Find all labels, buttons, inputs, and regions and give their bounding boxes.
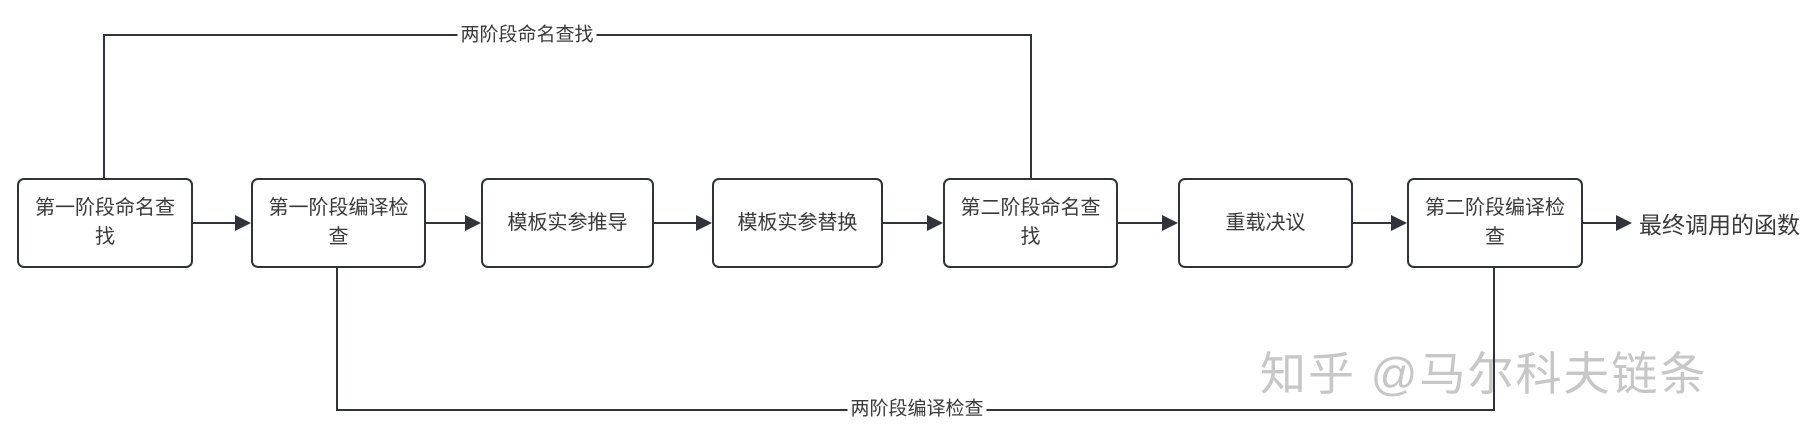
edge-label-two-phase-compile-check: 两阶段编译检查 [847,398,987,422]
arrow-head-icon [1162,215,1178,231]
flow-box-phase1-compile-check: 第一阶段编译检查 [251,178,426,268]
flow-box-phase2-name-lookup: 第二阶段命名查找 [943,178,1118,268]
flow-box-template-arg-substitution: 模板实参替换 [712,178,883,268]
arrow-head-icon [465,215,481,231]
connector-top-left-vertical-line [103,35,105,178]
flow-box-label: 第一阶段编译检查 [268,197,409,248]
arrow-head-icon [1616,215,1632,231]
flow-arrow-shaft [654,222,698,224]
flow-arrow-shaft [193,222,237,224]
flow-arrow-shaft [1583,222,1618,224]
arrow-head-icon [1391,215,1407,231]
connector-top-right-vertical-line [1030,35,1032,178]
final-function-label: 最终调用的函数 [1639,212,1800,238]
flow-box-label: 第二阶段命名查找 [960,197,1101,248]
flow-arrow-shaft [1353,222,1393,224]
arrow-head-icon [696,215,712,231]
flow-box-label: 第二阶段编译检查 [1425,197,1565,248]
flow-box-label: 第一阶段命名查找 [35,197,175,248]
flow-arrow-shaft [1118,222,1164,224]
flow-box-phase1-name-lookup: 第一阶段命名查找 [17,178,193,268]
flow-arrow-shaft [426,222,467,224]
flow-arrow-shaft [883,222,929,224]
edge-label-two-phase-name-lookup: 两阶段命名查找 [457,24,597,48]
flow-box-template-arg-deduction: 模板实参推导 [481,178,654,268]
arrow-head-icon [927,215,943,231]
flow-box-label: 模板实参推导 [507,211,628,234]
flow-box-overload-resolution: 重载决议 [1178,178,1353,268]
connector-bottom-left-vertical-line [336,268,338,411]
flow-box-label: 模板实参替换 [737,211,858,234]
flow-box-label: 重载决议 [1225,211,1306,234]
watermark-text: 知乎 @马尔科夫链条 [1260,348,1708,400]
arrow-head-icon [235,215,251,231]
flow-box-phase2-compile-check: 第二阶段编译检查 [1407,178,1583,268]
connector-bottom-right-vertical-line [1493,268,1495,411]
